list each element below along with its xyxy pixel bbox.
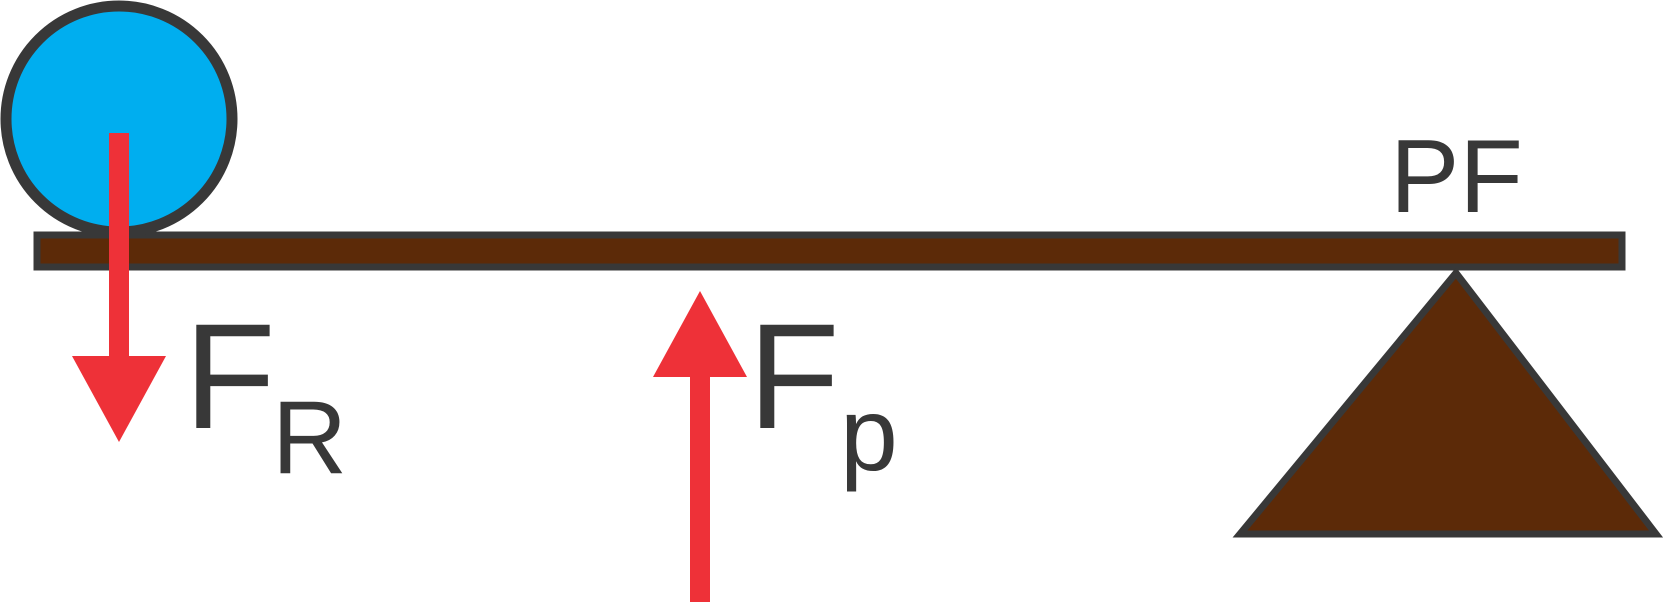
- load-force-label: F: [184, 292, 276, 460]
- effort-force-subscript: p: [840, 377, 898, 493]
- effort-force-arrow: [653, 291, 747, 602]
- load-force-symbol: F: [184, 292, 276, 460]
- lever-beam: [33, 231, 1626, 271]
- load-arrow-head: [72, 356, 166, 442]
- load-arrow-shaft: [109, 133, 129, 363]
- load-force-subscript: R: [272, 380, 347, 496]
- fulcrum-triangle: [1232, 267, 1663, 538]
- effort-arrow-shaft: [690, 372, 710, 602]
- load-force-arrow: [72, 133, 166, 442]
- effort-force-label: F: [748, 292, 840, 460]
- pivot-label: PF: [1390, 119, 1523, 235]
- effort-arrow-head: [653, 291, 747, 377]
